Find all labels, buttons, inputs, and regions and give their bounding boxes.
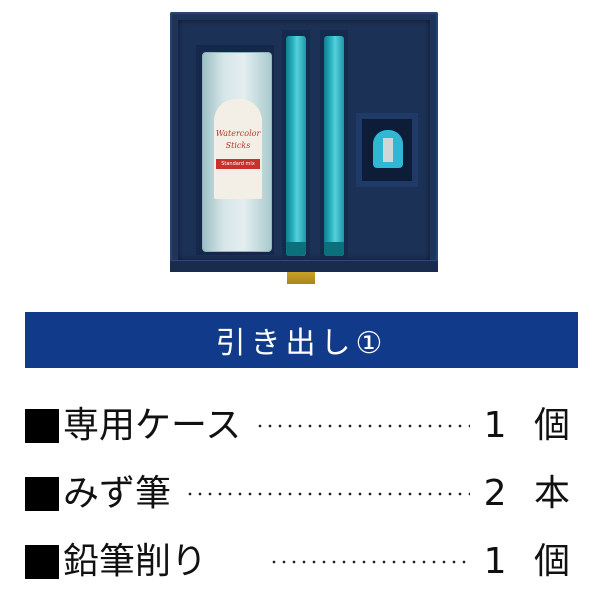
case-label-band: Standard mix [216,159,260,169]
item-quantity: 2 本 [483,473,578,514]
gift-box: Watercolor Sticks Standard mix [170,12,438,272]
square-bullet-icon [25,545,59,579]
item-name: みず筆 [63,473,172,514]
dot-leader [269,560,470,564]
list-item: 専用ケース 1 個 [25,396,578,456]
section-title: 引き出し① [215,326,388,361]
case-label-line1: Watercolor [215,129,261,138]
item-quantity: 1 個 [483,405,578,446]
drawer-pull-tab [287,272,315,284]
drawer-front [170,260,438,272]
list-item: みず筆 2 本 [25,464,578,524]
water-brush [286,36,306,256]
watercolor-stick-case: Watercolor Sticks Standard mix [202,52,272,252]
dot-leader [185,492,470,496]
drawer-tray: Watercolor Sticks Standard mix [178,20,430,260]
section-header: 引き出し① [25,312,578,368]
item-quantity: 1 個 [483,541,578,582]
product-image: Watercolor Sticks Standard mix [170,12,438,284]
case-label-line2: Sticks [225,141,251,150]
dot-leader [255,424,470,428]
pencil-sharpener [373,130,403,168]
list-item: 鉛筆削り 1 個 [25,532,578,592]
item-name: 鉛筆削り [63,541,208,582]
item-name: 専用ケース [63,405,242,446]
square-bullet-icon [25,409,59,443]
case-label: Watercolor Sticks Standard mix [214,99,262,199]
water-brush [324,36,344,256]
square-bullet-icon [25,477,59,511]
